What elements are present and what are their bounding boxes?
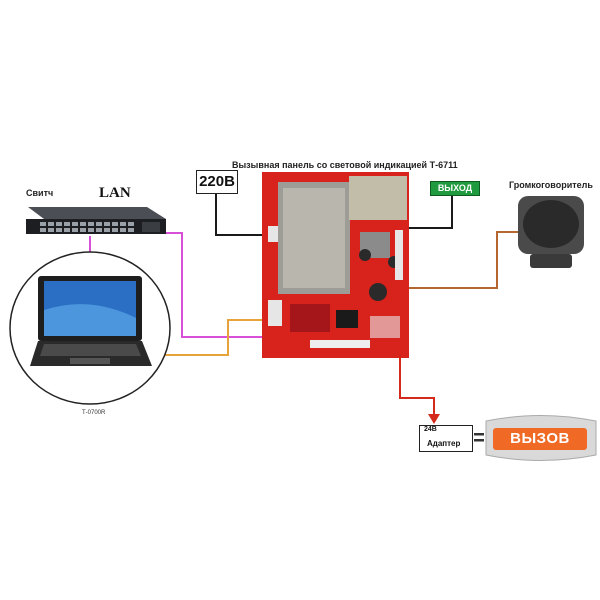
equals-icon	[474, 433, 484, 442]
laptop-label: Т-0700R	[82, 410, 106, 416]
wire-adapter	[399, 355, 435, 418]
switch-label: Свитч	[26, 188, 54, 198]
laptop-icon	[9, 251, 171, 405]
call-sign-label: ВЫЗОВ	[493, 428, 587, 450]
wire-laptop-panel	[150, 319, 272, 356]
adapter-voltage-label: 24В	[424, 426, 437, 433]
label-220v: 220В	[196, 170, 238, 194]
wire-lan-switch	[160, 232, 272, 338]
adapter-label: Адаптер	[427, 439, 461, 448]
exit-sign: ВЫХОД	[430, 181, 480, 196]
arrow-adapter-icon	[428, 414, 440, 424]
wire-exit	[405, 195, 453, 229]
call-panel-board	[262, 172, 409, 358]
panel-title: Вызывная панель со световой индикацией Т…	[232, 160, 458, 170]
wire-220v	[215, 193, 274, 236]
lan-label: LAN	[99, 185, 131, 201]
wire-speaker	[405, 231, 518, 289]
switch-icon	[26, 207, 166, 234]
speaker-label: Громкоговоритель	[509, 180, 593, 190]
adapter-box	[419, 425, 473, 452]
speaker-icon	[518, 196, 584, 268]
